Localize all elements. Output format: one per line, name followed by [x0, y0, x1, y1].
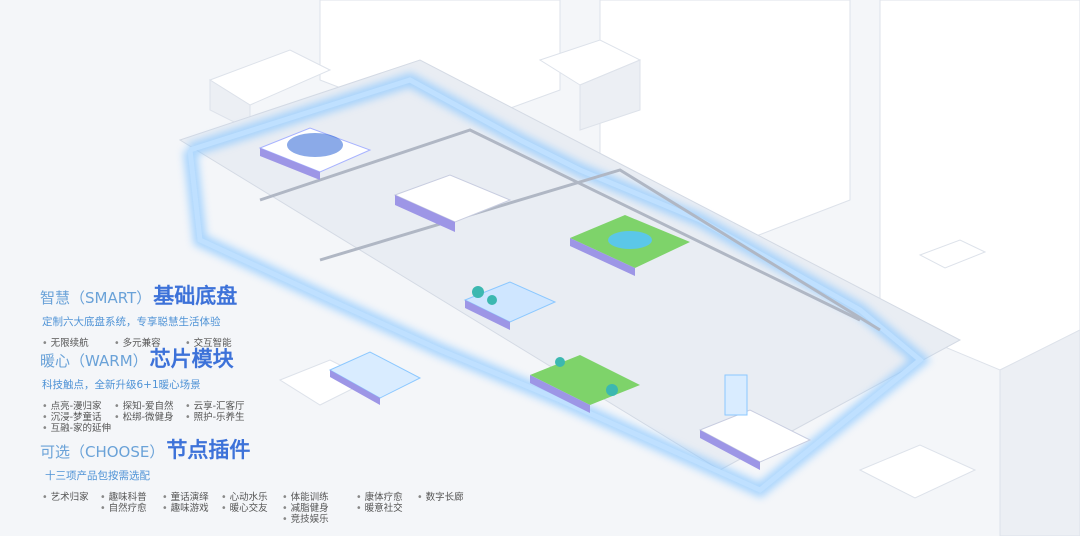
warm-section: 暖心（WARM）芯片模块 科技触点，全新升级6+1暖心场景 点亮-漫归家 探知-…	[40, 343, 245, 438]
choose-item: 童话演绎	[162, 489, 209, 503]
smart-item: 无限续航	[42, 335, 89, 349]
warm-item: 沉浸-梦童话	[42, 409, 102, 423]
warm-title: 芯片模块	[149, 347, 234, 371]
smart-title: 基础底盘	[153, 284, 238, 308]
choose-item: 趣味科普	[100, 489, 147, 503]
warm-item: 松绑-微健身	[114, 409, 174, 423]
warm-item: 互融-家的延伸	[42, 420, 111, 434]
warm-item: 探知-爱自然	[114, 398, 174, 412]
choose-item: 康体疗愈	[356, 489, 403, 503]
warm-item: 云享-汇客厅	[185, 398, 245, 412]
choose-item: 自然疗愈	[100, 500, 147, 514]
choose-item: 体能训练	[282, 489, 329, 503]
choose-subtitle: 十三项产品包按需选配	[45, 470, 150, 482]
choose-item: 趣味游戏	[162, 500, 209, 514]
choose-item: 减脂健身	[282, 500, 329, 514]
warm-item: 点亮-漫归家	[42, 398, 102, 412]
choose-item: 暖心交友	[221, 500, 268, 514]
choose-item: 数字长廊	[417, 489, 464, 503]
smart-subtitle: 定制六大底盘系统，专享聪慧生活体验	[42, 316, 221, 328]
smart-section: 智慧（SMART）基础底盘 定制六大底盘系统，专享聪慧生活体验 无限续航 多元兼…	[40, 280, 237, 349]
smart-prefix: 智慧（SMART）	[40, 289, 152, 307]
warm-prefix: 暖心（WARM）	[40, 352, 148, 370]
choose-item: 心动水乐	[221, 489, 268, 503]
choose-item: 艺术归家	[42, 489, 89, 503]
smart-item: 交互智能	[185, 335, 232, 349]
glowing-path	[183, 72, 932, 499]
choose-item: 竞技娱乐	[282, 511, 329, 525]
module-platforms	[258, 127, 812, 470]
smart-item: 多元兼容	[114, 335, 161, 349]
choose-title: 节点插件	[166, 438, 251, 462]
warm-subtitle: 科技触点，全新升级6+1暖心场景	[42, 379, 201, 391]
choose-section: 可选（CHOOSE）节点插件 十三项产品包按需选配 艺术归家 趣味科普 自然疗愈…	[40, 434, 500, 529]
warm-item: 照护-乐养生	[185, 409, 245, 423]
choose-item: 暖意社交	[356, 500, 403, 514]
trees	[472, 286, 618, 396]
background-buildings	[208, 0, 1080, 536]
choose-prefix: 可选（CHOOSE）	[40, 443, 165, 461]
